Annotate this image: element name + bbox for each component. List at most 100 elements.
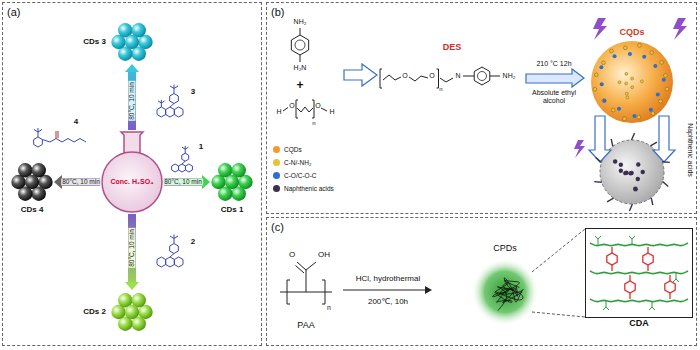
cluster-graphic — [10, 160, 54, 204]
amine-group — [623, 46, 627, 50]
bond — [629, 293, 630, 299]
molecule-4 — [34, 128, 86, 147]
reaction-condition: 80°C, 10 min — [128, 81, 135, 121]
reagent-name: Conc. H₂SO₄ — [110, 178, 153, 186]
reaction-arrow — [164, 175, 210, 189]
amine-group — [664, 74, 668, 78]
amine-group — [660, 60, 664, 64]
acid-chain — [596, 158, 602, 163]
polymer-chains — [493, 278, 524, 311]
bond — [647, 265, 648, 271]
bond — [598, 239, 599, 245]
bond — [649, 307, 655, 310]
repeat-index: n — [312, 120, 315, 127]
aromatic-ring — [295, 40, 305, 50]
cluster-graphic — [110, 20, 154, 64]
amine-group — [618, 81, 621, 84]
amine-group — [625, 72, 628, 75]
crosslink-ring — [625, 281, 635, 293]
structure-inset: CDA — [585, 228, 693, 318]
legend-text: C-O/C-O-C — [284, 172, 317, 179]
panel-letter: (c) — [271, 221, 284, 233]
legend-swatch — [273, 172, 280, 179]
reaction-condition: 80°C, 10 min — [128, 228, 135, 268]
carbon-dot — [225, 175, 239, 189]
product-name: CDs 1 — [221, 206, 244, 215]
figure-panel: CQDs (b) — [266, 2, 697, 214]
acid-dot — [633, 187, 637, 191]
bond — [676, 273, 677, 279]
legend-swatch — [273, 159, 280, 166]
compound-number: 3 — [191, 88, 195, 97]
aromatic-ring — [185, 164, 192, 172]
acid-dot — [628, 171, 632, 175]
bond — [611, 247, 612, 253]
arrow-head — [125, 64, 139, 72]
legend-row: C-O/C-O-C — [273, 172, 317, 179]
acid-dot — [619, 169, 623, 173]
plus-sign: + — [296, 79, 303, 92]
bond — [170, 254, 174, 258]
aromatic-ring — [174, 107, 183, 117]
acid-dot — [619, 163, 623, 167]
carbon-dot — [25, 175, 39, 189]
reaction-condition: 80°C, 10 min — [61, 178, 101, 185]
aromatic-ring — [157, 107, 166, 117]
ether-group — [599, 65, 603, 69]
aromatic-ring — [170, 244, 179, 254]
arrow-head — [425, 286, 432, 294]
product-name: CDs 3 — [83, 38, 106, 47]
acid-dot — [624, 171, 628, 175]
ether-group — [617, 107, 621, 111]
product-name: CDs 2 — [83, 308, 106, 317]
repeat-index: n — [439, 86, 442, 93]
aromatic-ring — [478, 72, 487, 81]
cqd-core — [591, 41, 673, 123]
aromatic-ring — [34, 137, 43, 147]
amine-group — [659, 99, 663, 103]
aromatic-ring — [157, 257, 166, 267]
figure-panel: CDA (c) — [266, 217, 697, 346]
bond — [56, 131, 57, 139]
amine-group — [623, 117, 627, 121]
bond — [629, 236, 635, 239]
inset-name: CDA — [629, 319, 649, 329]
legend-text: Naphthenic acids — [284, 185, 334, 192]
legend-text: C-N/-NH₂ — [284, 159, 311, 166]
aromatic-ring — [172, 164, 179, 172]
cqd-sphere: CQDs — [590, 40, 674, 124]
light-bolt — [673, 18, 687, 40]
acid-chain — [607, 198, 614, 202]
atom-label: H — [329, 108, 334, 116]
reaction-condition: 210 °C 12h — [536, 60, 571, 68]
polymer-backbone — [590, 271, 688, 274]
product-name: CQDs — [619, 28, 644, 38]
light-bolt — [574, 140, 585, 158]
ether-group — [649, 108, 653, 112]
panel-letter: (b) — [271, 6, 284, 18]
legend-swatch — [273, 185, 280, 192]
legend-swatch — [273, 146, 280, 153]
precursor-name: PAA — [297, 321, 314, 331]
ether-group — [662, 78, 666, 82]
figure-panel: Conc. H₂SO₄CDs 3CDs 1CDs 2CDs 4(a) — [2, 2, 262, 346]
zoom-line — [532, 229, 585, 317]
amine-group — [650, 51, 654, 55]
carbon-dot-cluster: CDs 3 — [110, 20, 154, 64]
process-arrow — [343, 289, 425, 290]
polymer-chain — [493, 281, 523, 303]
bond — [606, 301, 607, 307]
bracket — [380, 69, 439, 88]
bond — [300, 28, 301, 62]
atom-label: H₂N — [294, 64, 307, 72]
amine-group — [626, 96, 629, 99]
acid-dot — [641, 170, 645, 174]
bond — [58, 131, 59, 138]
bond — [174, 239, 175, 244]
carbon-dot — [125, 35, 139, 49]
flask-graphic — [100, 130, 164, 214]
reaction-flask: Conc. H₂SO₄ — [100, 130, 164, 214]
bond — [161, 103, 162, 107]
amine-group — [651, 112, 655, 116]
